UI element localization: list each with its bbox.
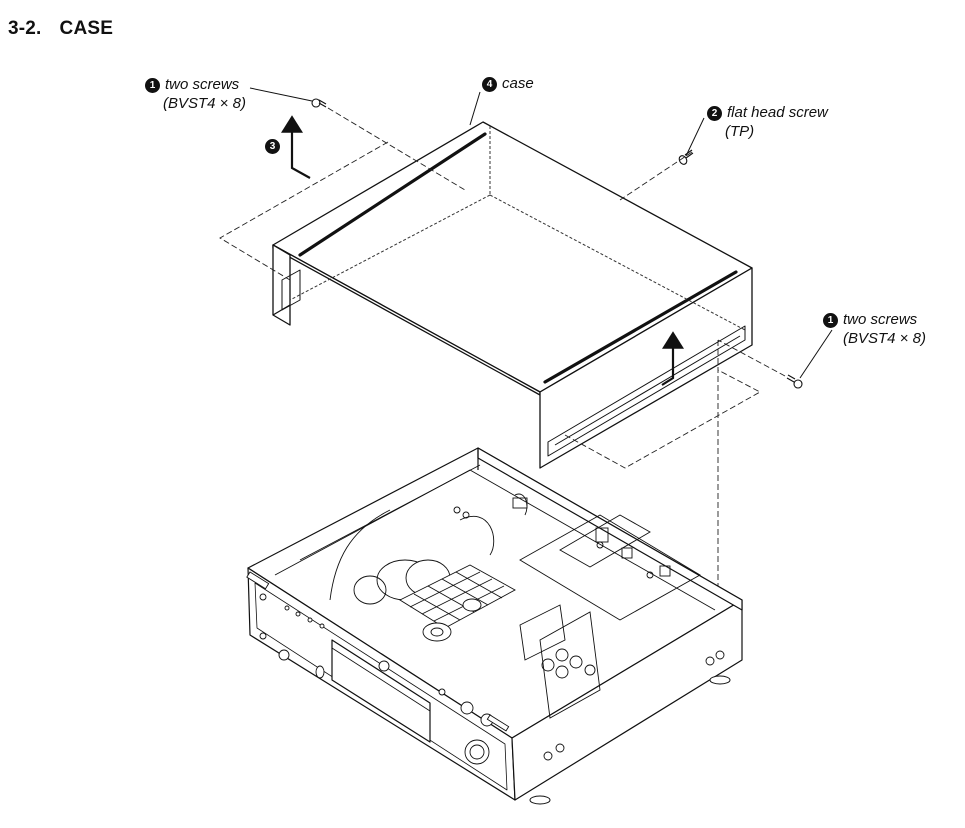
callout-two-screws-right: 1 two screws (BVST4 × 8) <box>823 310 926 348</box>
screw-icon-flat-head <box>678 149 694 165</box>
lift-arrow-icon-left <box>281 115 311 179</box>
chassis-feet <box>529 675 731 805</box>
callout-part-code: (BVST4 × 8) <box>843 330 926 347</box>
callout-case: 4 case <box>482 74 534 93</box>
callout-label: two screws <box>165 76 240 93</box>
leader-lines <box>249 87 833 379</box>
case-ridge-lines <box>298 132 738 384</box>
screw-icon-bottom-right <box>786 374 803 389</box>
callout-label: two screws <box>843 311 918 328</box>
front-panel-controls <box>246 571 510 765</box>
step-badge-icon: 1 <box>145 78 160 93</box>
right-panel-jacks <box>543 650 725 761</box>
screw-icon-top-left <box>311 98 327 108</box>
callout-part-code: (BVST4 × 8) <box>163 95 246 112</box>
callout-label: case <box>502 75 534 92</box>
step-badge-icon: 1 <box>823 313 838 328</box>
callout-flat-head-screw: 2 flat head screw (TP) <box>707 103 828 141</box>
callout-part-code: (TP) <box>725 123 755 140</box>
section-heading: 3-2. CASE <box>8 18 113 40</box>
case-hidden-edges <box>289 126 746 331</box>
callout-two-screws-left: 1 two screws (BVST4 × 8) <box>145 75 246 113</box>
step-badge-icon: 4 <box>482 77 497 92</box>
step-badge-icon: 2 <box>707 106 722 121</box>
lift-arrow-icon-right <box>661 331 684 386</box>
callout-label: flat head screw <box>727 104 828 121</box>
internal-components <box>274 464 716 719</box>
step-badge-icon-lift-left: 3 <box>265 139 280 154</box>
section-title: CASE <box>59 18 114 39</box>
case-cover <box>272 121 753 469</box>
section-number: 3-2. <box>8 18 42 39</box>
